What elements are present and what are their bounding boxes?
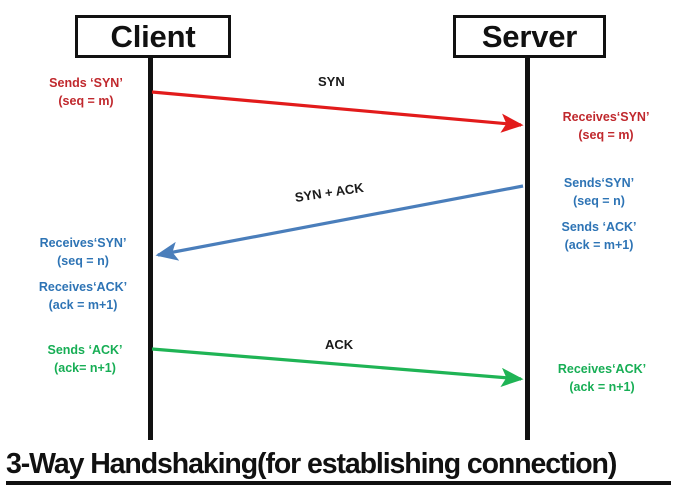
note-line-1: Sends ‘ACK’ xyxy=(47,343,123,357)
note-line-2: (ack = m+1) xyxy=(564,238,634,253)
note-server-sends-syn: Sends‘SYN’ (seq = n) xyxy=(533,174,665,210)
note-line-1: Receives‘SYN’ xyxy=(39,236,127,250)
note-line-1: Receives‘SYN’ xyxy=(562,110,650,124)
note-line-1: Receives‘ACK’ xyxy=(557,362,647,376)
note-client-sends-ack: Sends ‘ACK’ (ack= n+1) xyxy=(22,341,148,377)
note-client-sends-syn: Sends ‘SYN’ (seq = m) xyxy=(22,74,150,110)
client-node-label: Client xyxy=(110,19,196,54)
server-node-box: Server xyxy=(453,15,606,58)
ack-arrow xyxy=(151,347,524,387)
note-server-receives-ack: Receives‘ACK’ (ack = n+1) xyxy=(536,360,668,396)
ack-arrow-caption: ACK xyxy=(325,337,354,352)
diagram-title: 3-Way Handshaking(for establishing conne… xyxy=(6,449,671,485)
syn-ack-arrow xyxy=(155,184,524,261)
note-line-1: Sends ‘ACK’ xyxy=(561,220,637,234)
note-line-2: (ack = n+1) xyxy=(569,380,635,395)
note-client-receives-syn: Receives‘SYN’ (seq = n) xyxy=(18,234,148,270)
syn-arrow-caption: SYN xyxy=(318,74,345,89)
note-line-2: (seq = n) xyxy=(57,254,109,269)
note-client-receives-ack: Receives‘ACK’ (ack = m+1) xyxy=(18,278,148,314)
note-line-1: Sends‘SYN’ xyxy=(563,176,635,190)
note-server-sends-ack: Sends ‘ACK’ (ack = m+1) xyxy=(533,218,665,254)
note-line-2: (seq = n) xyxy=(573,194,625,209)
note-line-1: Sends ‘SYN’ xyxy=(49,76,123,90)
note-line-2: (ack = m+1) xyxy=(48,298,118,313)
client-node-box: Client xyxy=(75,15,231,58)
note-line-2: (seq = m) xyxy=(58,94,114,109)
syn-arrow xyxy=(151,90,524,133)
server-lifeline xyxy=(525,57,530,440)
note-line-2: (seq = m) xyxy=(578,128,634,143)
client-lifeline xyxy=(148,57,153,440)
note-line-2: (ack= n+1) xyxy=(54,361,116,376)
note-line-1: Receives‘ACK’ xyxy=(38,280,128,294)
server-node-label: Server xyxy=(481,19,578,54)
note-server-receives-syn: Receives‘SYN’ (seq = m) xyxy=(540,108,672,144)
